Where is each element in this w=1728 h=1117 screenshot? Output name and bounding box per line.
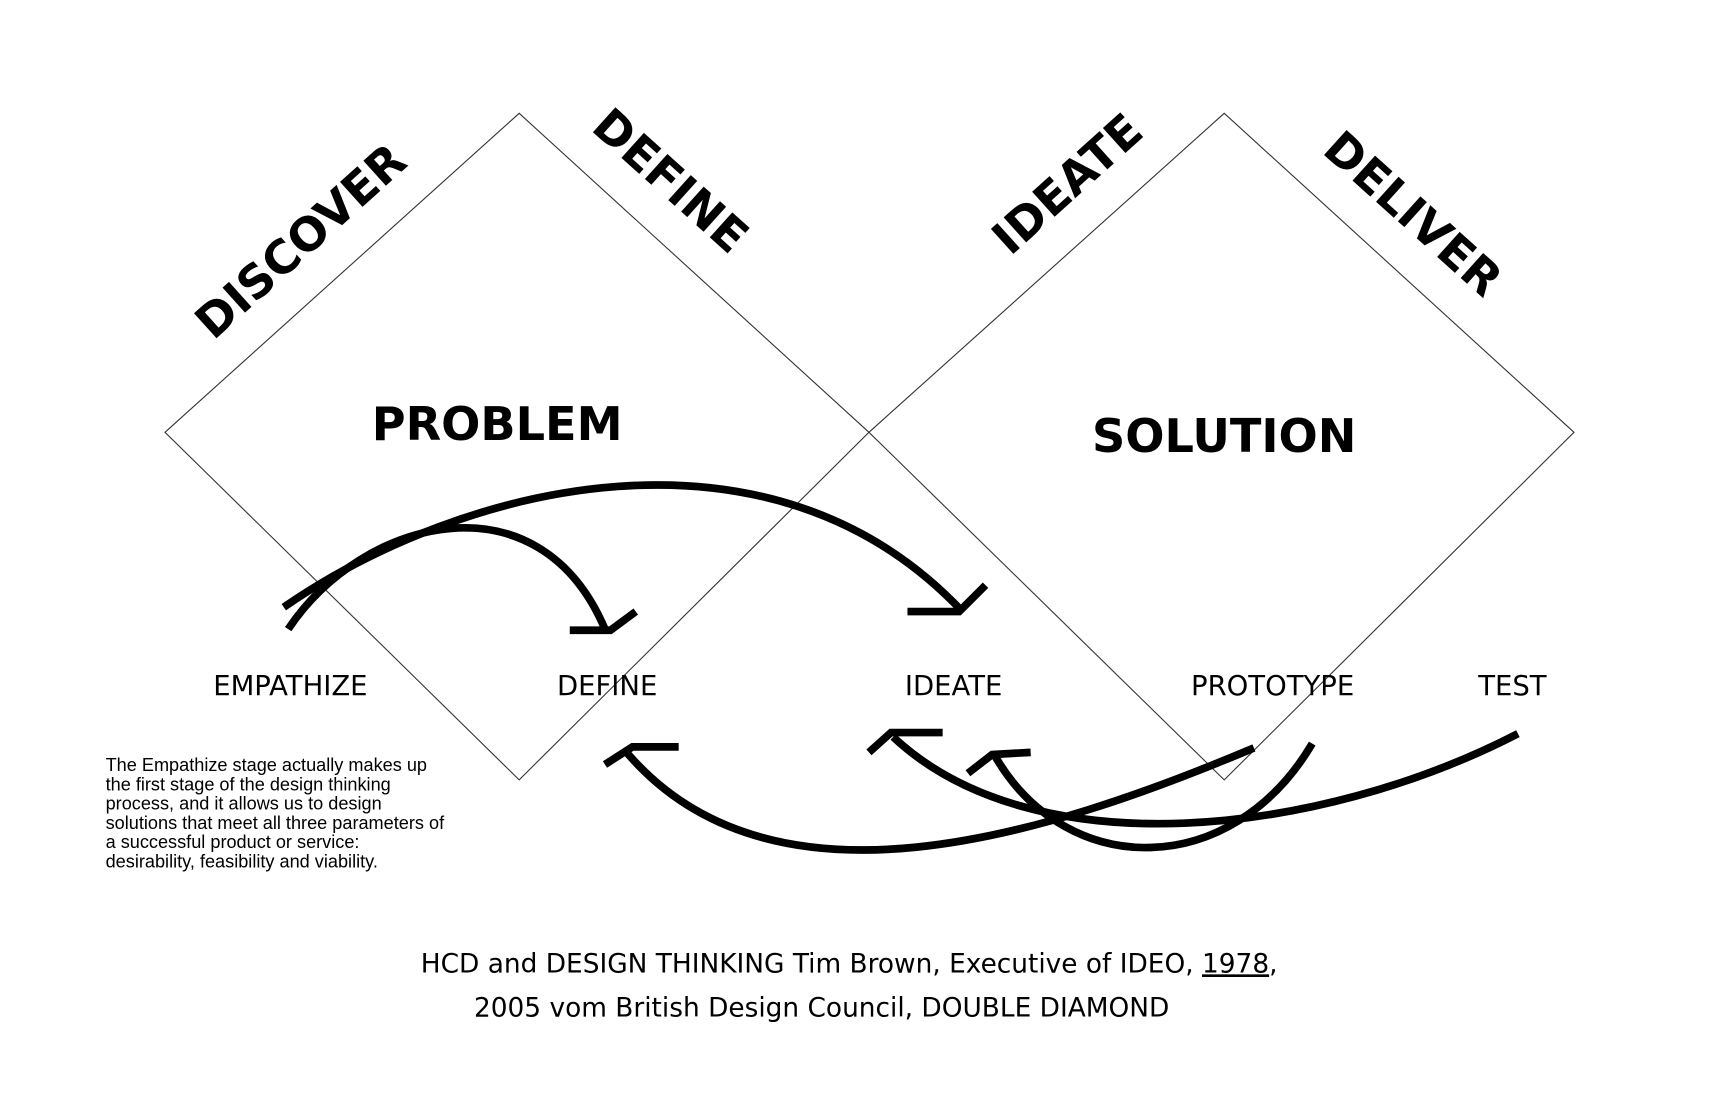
stage-define: DEFINE: [557, 670, 657, 702]
description-line: The Empathize stage actually makes up: [106, 755, 427, 775]
stage-prototype: PROTOTYPE: [1191, 670, 1354, 702]
description-line: solutions that meet all three parameters…: [106, 813, 445, 833]
problem-label: PROBLEM: [372, 397, 623, 451]
phase-discover: DISCOVER: [185, 133, 417, 349]
solution-diamond: [868, 112, 1575, 781]
arrow-empathize-to-ideate: [281, 481, 966, 615]
arrowhead-back-define: [602, 743, 679, 768]
phase-deliver: DELIVER: [1314, 120, 1513, 307]
arrowhead-back-ideate: [866, 728, 943, 756]
phase-define: DEFINE: [582, 97, 758, 263]
arrow-prototype-to-define: [621, 744, 1256, 854]
caption-text: HCD and DESIGN THINKING Tim Brown, Execu…: [421, 949, 1202, 979]
problem-diamond: [164, 112, 870, 781]
arrow-test-to-ideate: [890, 730, 1520, 828]
caption-year: 1978: [1202, 949, 1269, 979]
phase-ideate: IDEATE: [981, 103, 1153, 265]
stage-test: TEST: [1477, 670, 1547, 702]
arrow-prototype-to-ideate: [992, 741, 1316, 852]
arrowhead-back-ideate-2: [965, 748, 1031, 777]
arrowhead-define: [569, 608, 639, 635]
caption-line-1: HCD and DESIGN THINKING Tim Brown, Execu…: [421, 949, 1278, 979]
arrow-empathize-to-define: [284, 524, 609, 632]
caption-line-2: 2005 vom British Design Council, DOUBLE …: [474, 993, 1169, 1023]
description-line: the first stage of the design thinking: [106, 774, 391, 794]
description-line: a successful product or service:: [106, 832, 360, 852]
description-line: process, and it allows us to design: [106, 794, 382, 814]
stage-empathize: EMPATHIZE: [213, 670, 367, 702]
empathize-description: The Empathize stage actually makes up th…: [106, 755, 445, 871]
arrowhead-ideate: [907, 582, 989, 616]
stage-ideate: IDEATE: [905, 670, 1002, 702]
caption-comma: ,: [1269, 949, 1277, 979]
description-line: desirability, feasibility and viability.: [106, 851, 378, 871]
solution-label: SOLUTION: [1092, 409, 1356, 463]
